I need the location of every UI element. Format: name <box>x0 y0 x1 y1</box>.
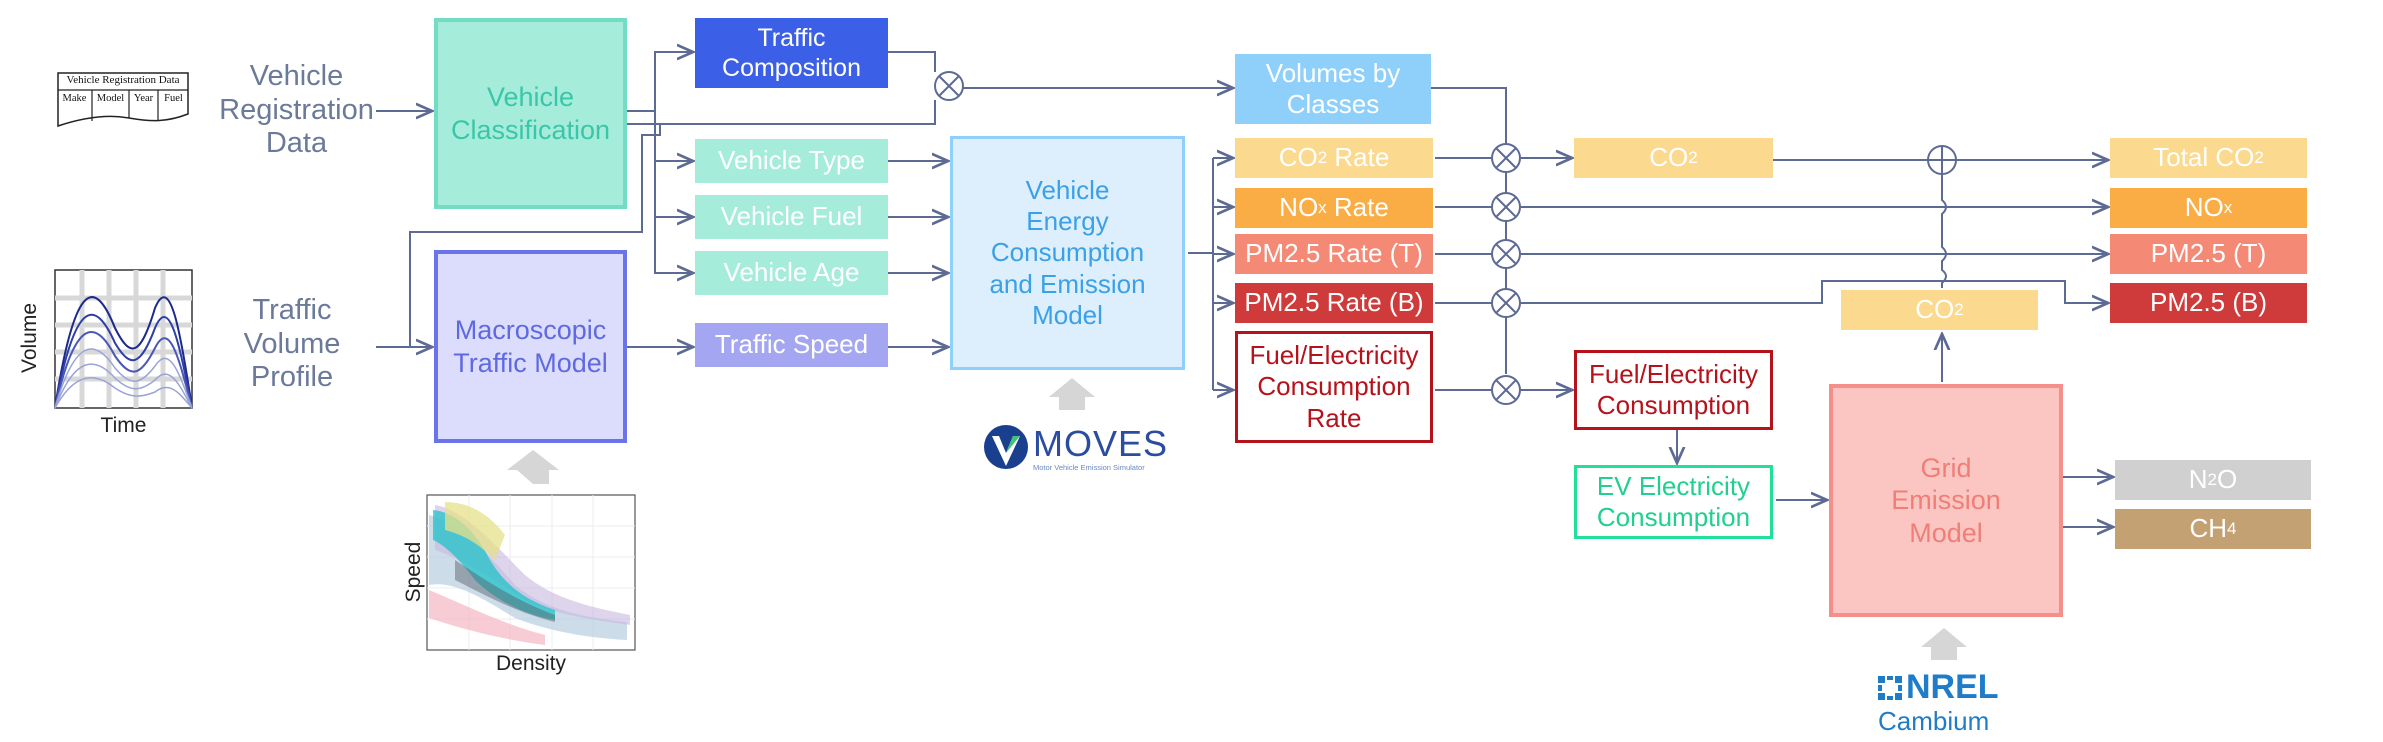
vehicle-type-box: Vehicle Type <box>695 139 888 183</box>
registration-table-title: Vehicle Registration Data <box>66 74 180 86</box>
vehicle-fuel-box: Vehicle Fuel <box>695 195 888 239</box>
n2o-suffix: O <box>2217 464 2238 495</box>
macroscopic-traffic-model-box: Macroscopic Traffic Model <box>434 250 627 443</box>
moves-logo-icon <box>984 425 1028 469</box>
up-arrow-icon <box>1049 378 1095 410</box>
up-arrow-icon <box>1921 628 1967 660</box>
grid-emission-model-box: Grid Emission Model <box>1829 384 2063 617</box>
nrel-logo-name: NREL <box>1906 668 1999 706</box>
speed-density-plot: Density Speed <box>395 490 645 680</box>
nox-rate-suffix: Rate <box>1326 192 1389 223</box>
co2-grid-text: CO <box>1915 294 1955 325</box>
ch4-subscript: 4 <box>2227 518 2237 538</box>
up-arrow-icon <box>507 450 559 484</box>
co2-mid-text: CO <box>1649 142 1689 173</box>
speed-plot-ylabel: Speed <box>402 541 425 603</box>
registration-column-fuel: Fuel <box>164 93 183 104</box>
traffic-speed-box: Traffic Speed <box>695 323 888 367</box>
vehicle-age-box: Vehicle Age <box>695 251 888 295</box>
pm25-rate-b-box: PM2.5 Rate (B) <box>1235 283 1433 323</box>
pm25-b-output: PM2.5 (B) <box>2110 283 2307 323</box>
co2-rate-text: CO <box>1278 142 1318 173</box>
nrel-cambium-logo: NREL Cambium <box>1876 668 2016 736</box>
co2-rate-subscript: 2 <box>1317 147 1328 167</box>
registration-table-icon: Vehicle Registration Data Make Model Yea… <box>57 72 189 130</box>
pm25-t-output: PM2.5 (T) <box>2110 234 2307 274</box>
moves-logo-name: MOVES <box>1033 423 1169 464</box>
nox-rate-text: NO <box>1279 192 1319 223</box>
ch4-text: CH <box>2189 513 2228 544</box>
vehicle-classification-box: Vehicle Classification <box>434 18 627 209</box>
volume-plot-ylabel: Volume <box>18 302 41 374</box>
registration-column-model: Model <box>96 93 125 104</box>
nrel-logo-subtitle: Cambium <box>1878 706 1990 736</box>
vehicle-registration-data-label: Vehicle Registration Data <box>219 60 374 160</box>
co2-rate-suffix: Rate <box>1327 142 1390 173</box>
fuel-electricity-consumption-rate-box: Fuel/Electricity Consumption Rate <box>1235 331 1433 443</box>
registration-column-make: Make <box>62 93 87 104</box>
moves-logo-tagline: Motor Vehicle Emission Simulator <box>1033 463 1145 472</box>
co2-grid-subscript: 2 <box>1954 299 1964 319</box>
n2o-subscript: 2 <box>2207 469 2217 489</box>
nox-rate-subscript: x <box>1318 197 1327 217</box>
nox-output-text: NO <box>2184 192 2224 223</box>
pm25-rate-t-box: PM2.5 Rate (T) <box>1235 234 1433 274</box>
traffic-volume-profile-label: Traffic Volume Profile <box>243 294 341 394</box>
volume-plot-xlabel: Time <box>100 414 147 437</box>
co2-mid-subscript: 2 <box>1688 147 1698 167</box>
nox-output-subscript: x <box>2223 197 2233 217</box>
energy-consumption-emission-model-box: Vehicle Energy Consumption and Emission … <box>950 136 1185 370</box>
ev-electricity-consumption-box: EV Electricity Consumption <box>1574 465 1773 539</box>
total-co2-subscript: 2 <box>2254 147 2264 167</box>
fuel-electricity-consumption-box: Fuel/Electricity Consumption <box>1574 350 1773 430</box>
speed-plot-xlabel: Density <box>495 652 567 675</box>
n2o-text: N <box>2188 464 2208 495</box>
registration-column-year: Year <box>133 93 154 104</box>
moves-logo: MOVES Motor Vehicle Emission Simulator <box>983 423 1167 475</box>
total-co2-text: Total CO <box>2153 142 2255 173</box>
traffic-composition-box: Traffic Composition <box>695 18 888 88</box>
volumes-by-classes-box: Volumes by Classes <box>1235 54 1431 124</box>
volume-profile-plot: Time Volume <box>18 268 200 443</box>
nrel-logo-icon <box>1878 676 1902 700</box>
